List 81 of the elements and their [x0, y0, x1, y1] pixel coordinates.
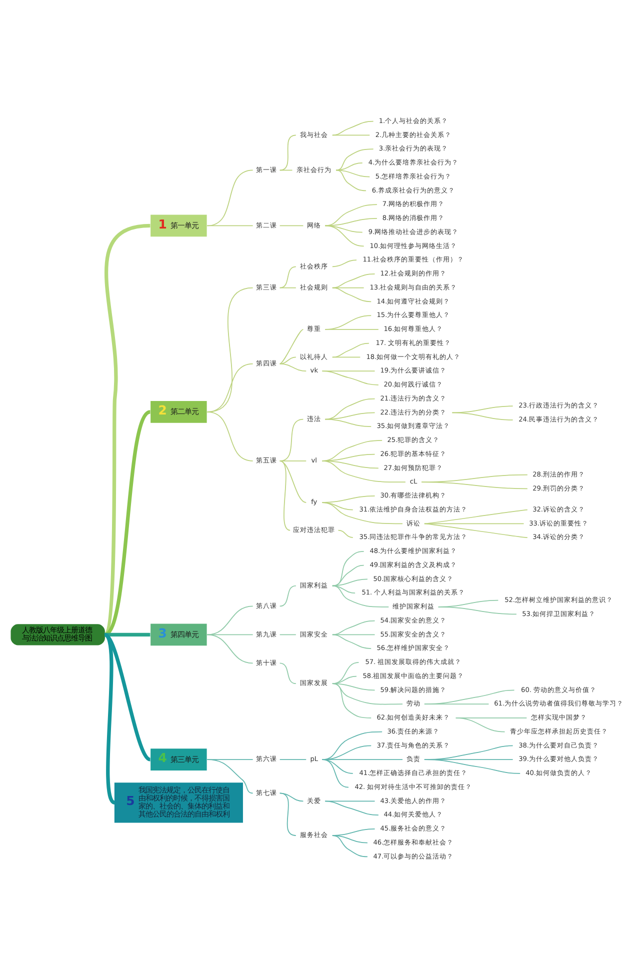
connector — [279, 460, 307, 462]
connector — [206, 170, 254, 226]
connector — [332, 120, 374, 136]
connector — [324, 412, 376, 420]
connector — [332, 835, 368, 858]
connector — [279, 792, 296, 836]
connector — [332, 585, 390, 608]
connector — [421, 482, 528, 490]
connector — [324, 329, 379, 330]
connector — [332, 274, 376, 288]
connector — [424, 690, 515, 704]
connector — [279, 170, 293, 171]
connector — [324, 204, 378, 226]
connector — [332, 683, 376, 691]
connector — [332, 342, 370, 358]
connector — [104, 633, 152, 762]
connector — [324, 800, 379, 816]
connector — [424, 759, 521, 774]
node-box: 2 第二单元 — [150, 401, 207, 423]
connector — [279, 460, 307, 503]
connector — [332, 683, 372, 718]
connector — [279, 266, 296, 288]
connector — [279, 363, 307, 372]
connector — [332, 134, 370, 136]
connector — [279, 134, 296, 171]
connector — [206, 412, 254, 462]
connector — [322, 759, 354, 774]
connector — [452, 406, 514, 414]
connector — [322, 759, 403, 760]
connector — [206, 225, 254, 226]
connector — [324, 218, 378, 226]
connector — [279, 662, 296, 684]
node-box: 3 第四单元 — [150, 624, 207, 646]
connector — [332, 662, 360, 684]
connector — [324, 398, 376, 420]
connector — [279, 329, 304, 364]
connector — [452, 412, 514, 420]
connector — [424, 523, 528, 538]
connector — [322, 460, 406, 482]
connector — [279, 356, 296, 364]
connector — [206, 606, 254, 636]
node-box: 人教版八年级上册道德与法治知识点思维导图 — [10, 624, 105, 646]
connector — [332, 835, 368, 844]
connector — [322, 759, 349, 788]
connector — [103, 633, 116, 804]
connector — [332, 676, 357, 684]
connector — [324, 418, 372, 427]
connector — [455, 718, 506, 732]
connector — [332, 287, 372, 302]
connector — [103, 224, 150, 636]
connector — [338, 530, 354, 538]
node-box: 4 第三单元 — [150, 748, 207, 771]
connector — [332, 551, 364, 586]
connector — [279, 418, 304, 462]
connector — [279, 225, 304, 226]
connector — [322, 502, 403, 524]
connector — [279, 460, 290, 531]
connector — [279, 634, 296, 636]
connector — [336, 170, 366, 192]
connector — [332, 634, 372, 649]
connector — [336, 148, 374, 171]
connector — [438, 606, 517, 615]
connector — [332, 260, 357, 268]
connector — [332, 683, 403, 705]
connector — [332, 578, 368, 586]
connector — [332, 620, 376, 636]
connector — [206, 759, 254, 794]
connector — [206, 759, 254, 760]
connector — [336, 162, 363, 171]
connector — [332, 356, 361, 358]
connector — [324, 225, 364, 247]
connector — [104, 632, 150, 637]
connector — [332, 564, 364, 586]
connector — [279, 585, 296, 607]
connector — [279, 287, 296, 288]
connector — [103, 410, 152, 636]
connector — [279, 759, 307, 760]
connector — [206, 634, 254, 664]
node-box: 1 第一单元 — [150, 214, 207, 237]
connector — [424, 509, 528, 524]
connector — [322, 370, 379, 386]
